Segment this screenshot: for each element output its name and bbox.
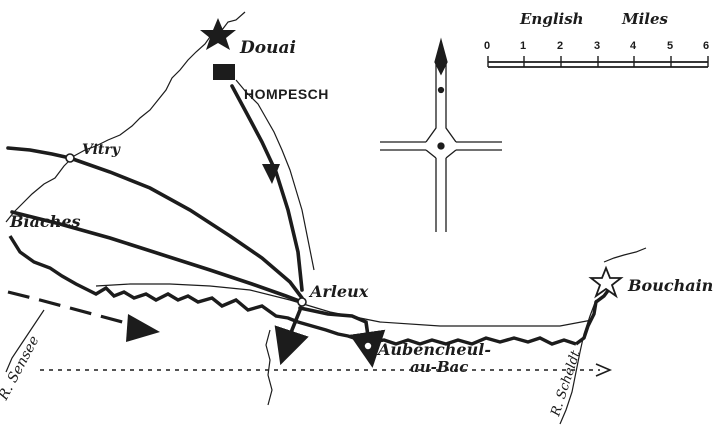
route-arleux-south <box>274 308 309 366</box>
place-label-vitry: Vitry <box>82 142 120 158</box>
scale-tick-label: 1 <box>520 40 527 52</box>
front-line-west <box>8 235 299 324</box>
route-arleux-aubencheul <box>298 306 386 368</box>
compass-rose-icon <box>380 37 502 232</box>
front-line-upper-edge <box>95 283 593 327</box>
scale-bar <box>487 56 709 68</box>
dotted-line-east <box>40 363 613 377</box>
vitry-point-icon <box>65 153 75 163</box>
scale-tick-label: 2 <box>557 40 564 52</box>
route-direction-arrow <box>262 164 280 184</box>
route-hompesch-arleux <box>230 84 304 292</box>
scale-tick-label: 6 <box>703 40 710 52</box>
bouchain-star-icon <box>588 265 624 299</box>
douai-star-icon <box>200 18 236 50</box>
boundary-lines <box>5 11 647 425</box>
scale-tick-label: 5 <box>667 40 674 52</box>
place-label-aubencheul: Aubencheul- <box>378 340 491 359</box>
aubencheul-point-icon <box>363 341 373 351</box>
arleux-point-icon <box>297 297 307 307</box>
place-label-douai: Douai <box>240 38 296 58</box>
scale-tick-label: 4 <box>630 40 637 52</box>
place-label-au-bac: au-Bac <box>410 358 469 376</box>
boundary-river-lower <box>265 329 273 406</box>
scale-title-english: English <box>520 10 584 28</box>
route-vitry-arleux <box>68 156 304 300</box>
boundary-scheldt-lower <box>559 299 597 425</box>
boundary-hompesch-east <box>235 79 315 271</box>
boundary-east-hill <box>603 247 647 263</box>
route-west-vitry <box>6 146 72 160</box>
place-label-bouchain: Bouchain <box>628 276 714 295</box>
place-label-arleux: Arleux <box>310 282 369 301</box>
route-biaches-arleux <box>10 210 304 304</box>
scale-title-miles: Miles <box>622 10 668 28</box>
front-line <box>8 235 612 346</box>
front-line-middle <box>297 320 577 346</box>
place-label-hompesch: HOMPESCH <box>244 86 329 102</box>
place-label-biaches: Biaches <box>10 212 81 231</box>
boundary-sensee-west <box>5 309 45 373</box>
front-line-east <box>574 286 612 346</box>
scale-tick-label: 0 <box>484 40 491 52</box>
scale-tick-label: 3 <box>594 40 601 52</box>
hompesch-marker-icon <box>213 64 235 80</box>
dashed-advance-arrow <box>7 290 160 342</box>
boundary-west <box>5 155 75 223</box>
